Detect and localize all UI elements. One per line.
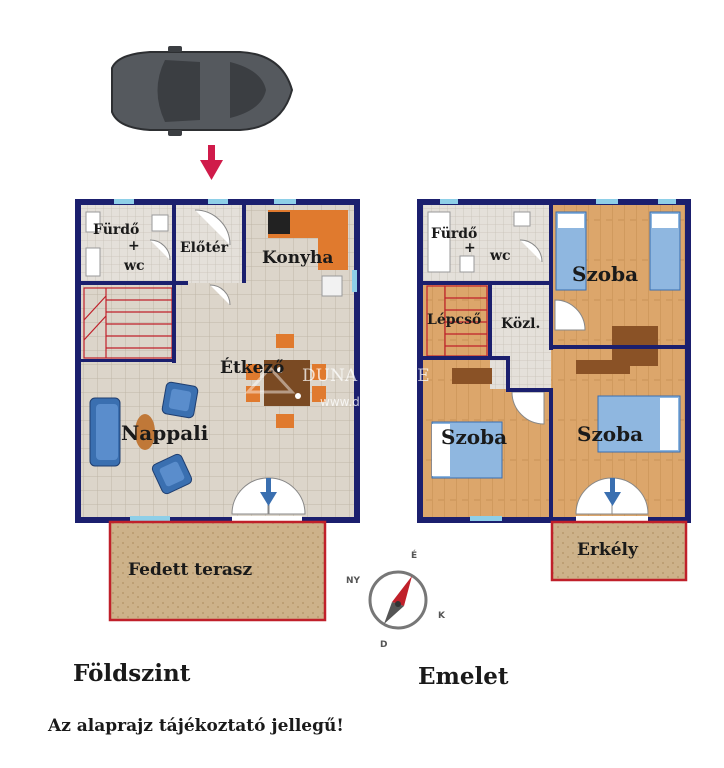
room-label-bedroom-right: Szoba xyxy=(577,422,644,446)
room-label-dining: Étkező xyxy=(220,358,285,378)
compass-rose-icon xyxy=(368,570,428,630)
room-label-staircase: Lépcső xyxy=(427,312,482,328)
room-label-upper-bathroom: Fürdő xyxy=(431,226,478,242)
watermark-logo xyxy=(244,365,296,394)
ground-floor-title: Földszint xyxy=(73,660,191,687)
room-label-balcony: Erkély xyxy=(577,540,638,560)
room-label-upper-wc: wc xyxy=(490,248,511,264)
ground-floor-plan xyxy=(75,199,360,622)
room-label-upper-plus: + xyxy=(464,240,476,256)
car-icon xyxy=(111,46,294,136)
upper-floor-title: Emelet xyxy=(418,663,509,690)
compass-south-label: D xyxy=(380,640,388,650)
room-label-living-room: Nappali xyxy=(121,421,209,445)
watermark-brand: DUNA HOUSE xyxy=(302,366,430,386)
room-label-ground-wc: wc xyxy=(124,258,145,274)
room-label-ground-bathroom: Fürdő xyxy=(93,222,140,238)
room-label-terrace: Fedett terasz xyxy=(128,560,253,580)
room-label-bedroom-top: Szoba xyxy=(572,262,639,286)
watermark-url: www.dh.hu xyxy=(320,395,387,409)
room-label-kitchen: Konyha xyxy=(262,248,334,268)
compass-west-label: NY xyxy=(346,576,361,586)
disclaimer-note: Az alaprajz tájékoztató jellegű! xyxy=(48,716,344,736)
room-label-hall: Előtér xyxy=(180,240,229,256)
entrance-arrow-icon xyxy=(200,145,223,180)
compass-north-label: É xyxy=(411,551,418,561)
room-label-corridor: Közl. xyxy=(501,316,541,332)
room-label-bedroom-left: Szoba xyxy=(441,425,508,449)
compass-east-label: K xyxy=(438,611,445,621)
upper-floor-plan xyxy=(417,199,691,582)
room-label-ground-plus: + xyxy=(128,238,140,254)
